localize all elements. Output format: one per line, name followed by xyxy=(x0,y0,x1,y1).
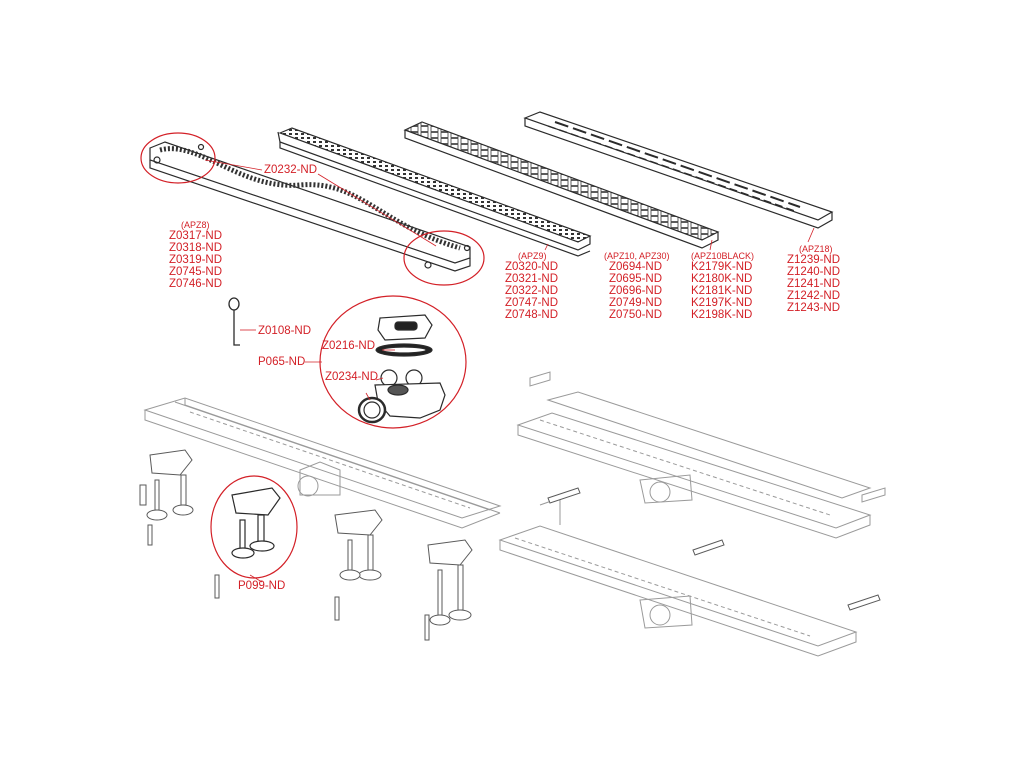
feet-left xyxy=(139,449,473,641)
group-apz9: (APZ9) Z0320-ND Z0321-ND Z0322-ND Z0747-… xyxy=(505,251,558,321)
group-code: K2179K-ND xyxy=(691,261,753,273)
group-series: (APZ18) xyxy=(799,244,833,254)
group-code: Z0695-ND xyxy=(609,273,663,285)
group-code: K2181K-ND xyxy=(691,285,753,297)
wall-anchors xyxy=(547,487,881,611)
group-code: Z1243-ND xyxy=(787,302,841,314)
callout-z0232: Z0232-ND xyxy=(264,164,318,176)
group-code: Z0750-ND xyxy=(609,309,663,321)
callout-p065: P065-ND xyxy=(258,356,306,368)
group-code: Z0319-ND xyxy=(169,254,223,266)
group-apz18: (APZ18) Z1239-ND Z1240-ND Z1241-ND Z1242… xyxy=(787,244,840,314)
group-code: Z0745-ND xyxy=(169,266,223,278)
group-series: (APZ10BLACK) xyxy=(691,251,755,261)
grate-longslots-apz18 xyxy=(523,111,834,229)
group-code: K2198K-ND xyxy=(691,309,753,321)
callout-p099: P099-ND xyxy=(238,580,286,592)
group-code: Z1239-ND xyxy=(787,254,841,266)
callout-z0234: Z0234-ND xyxy=(325,371,379,383)
callout-z0216: Z0216-ND xyxy=(322,340,376,352)
group-apz10black: (APZ10BLACK) K2179K-ND K2180K-ND K2181K-… xyxy=(691,251,754,321)
group-code: Z0694-ND xyxy=(609,261,663,273)
group-apz10: (APZ10, APZ30) Z0694-ND Z0695-ND Z0696-N… xyxy=(604,251,670,321)
group-code: K2197K-ND xyxy=(691,297,753,309)
siphon-assembly xyxy=(357,314,446,424)
group-code: Z0322-ND xyxy=(505,285,559,297)
group-series: (APZ10, APZ30) xyxy=(604,251,670,261)
group-code: Z0317-ND xyxy=(169,230,223,242)
channel-assembly-right-top xyxy=(516,371,886,539)
group-code: Z0748-ND xyxy=(505,309,559,321)
grate-dots-apz9 xyxy=(277,127,592,257)
grate-wave-apz8 xyxy=(149,141,471,272)
group-code: Z0746-ND xyxy=(169,278,223,290)
callout-circle-wave-left xyxy=(140,132,216,184)
group-apz8: (APZ8) Z0317-ND Z0318-ND Z0319-ND Z0745-… xyxy=(169,220,222,290)
group-series: (APZ9) xyxy=(518,251,547,261)
group-code: K2180K-ND xyxy=(691,273,753,285)
group-code: Z0749-ND xyxy=(609,297,663,309)
group-code: Z0747-ND xyxy=(505,297,559,309)
lifting-hook xyxy=(228,297,240,346)
callout-z0108: Z0108-ND xyxy=(258,325,312,337)
group-code: Z1242-ND xyxy=(787,290,841,302)
group-code: Z0318-ND xyxy=(169,242,223,254)
group-code: Z0320-ND xyxy=(505,261,559,273)
group-code: Z1240-ND xyxy=(787,266,841,278)
adjustable-foot xyxy=(231,487,281,559)
group-code: Z1241-ND xyxy=(787,278,841,290)
callout-circle-wave-right xyxy=(403,230,485,286)
callout-circle-foot xyxy=(210,475,298,579)
group-code: Z0696-ND xyxy=(609,285,663,297)
group-code: Z0321-ND xyxy=(505,273,559,285)
channel-assembly-left xyxy=(143,397,502,529)
group-series: (APZ8) xyxy=(181,220,210,230)
grate-slots-apz10 xyxy=(403,121,720,249)
channel-assembly-right-bottom xyxy=(498,497,858,657)
